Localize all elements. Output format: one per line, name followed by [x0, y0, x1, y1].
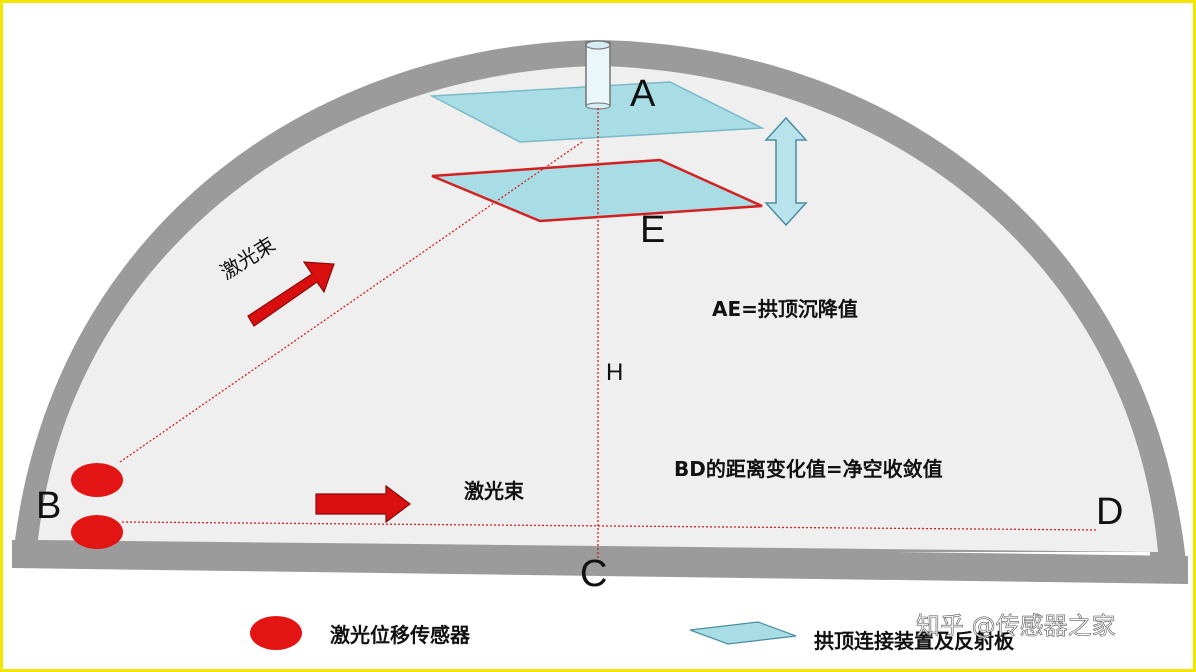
- ae-settlement-caption: AE=拱顶沉降值: [712, 297, 858, 321]
- laser-beam-label-horizontal: 激光束: [464, 479, 525, 503]
- legend-plate-swatch: [689, 621, 797, 645]
- horizontal-laser-beam: [121, 521, 1099, 531]
- point-label-c: C: [580, 553, 607, 595]
- legend-sensor-swatch: [250, 616, 302, 650]
- reflector-plate-settled: [431, 158, 763, 223]
- legend-plate-label: 拱顶连接装置及反射板: [814, 629, 1015, 653]
- laser-sensor-lower: [71, 515, 123, 549]
- point-label-h: H: [606, 359, 623, 386]
- point-label-a: A: [630, 73, 656, 115]
- diagonal-beam-arrow: [247, 261, 335, 327]
- mounting-post: [585, 40, 611, 110]
- horizontal-beam-arrow: [315, 484, 411, 524]
- bd-convergence-caption: BD的距离变化值=净空收敛值: [674, 457, 943, 481]
- settlement-double-arrow: [764, 116, 808, 227]
- diagonal-laser-beam: [119, 141, 583, 463]
- legend-sensor-label: 激光位移传感器: [330, 623, 471, 647]
- point-label-e: E: [640, 209, 665, 251]
- point-label-b: B: [36, 485, 61, 527]
- tunnel-floor: [12, 540, 1188, 584]
- laser-sensor-upper: [71, 463, 123, 497]
- point-label-d: D: [1096, 491, 1123, 533]
- watermark: 知乎 @传感器之家: [916, 612, 1116, 640]
